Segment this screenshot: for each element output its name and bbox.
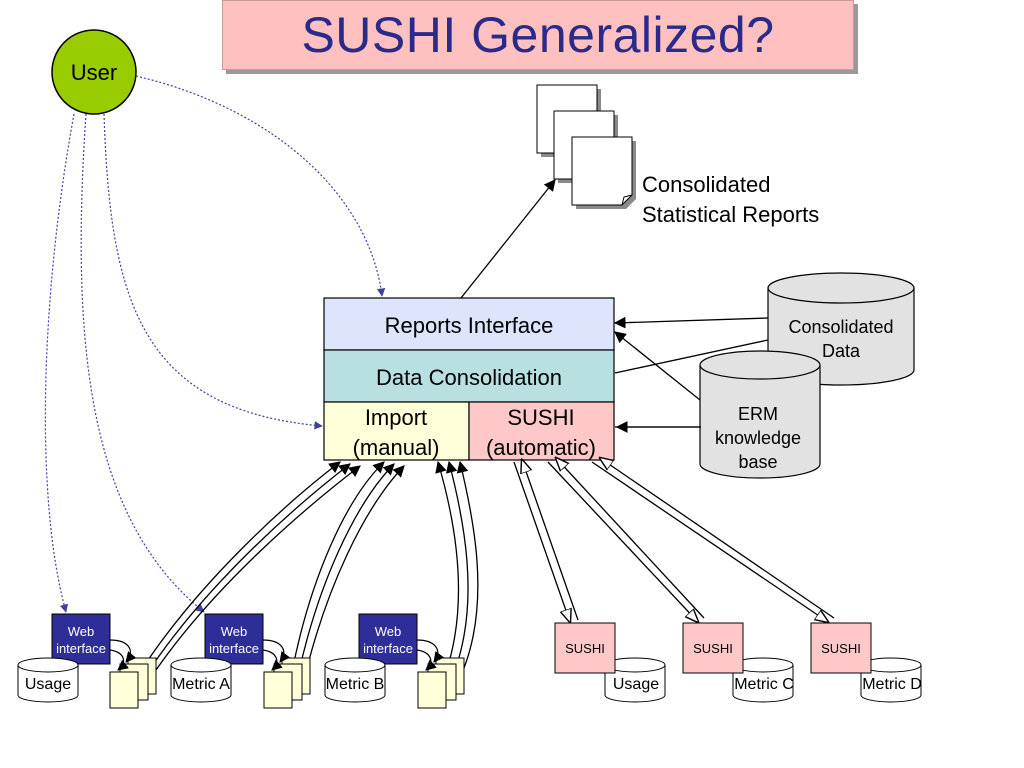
web-interface-label-line1: Web <box>221 624 248 639</box>
web-interface-label-line2: interface <box>209 641 259 656</box>
manual-source-usage: Web interface Usage <box>17 613 157 709</box>
consolidated-data-label-line1: Consolidated <box>788 317 893 337</box>
sushi-source-metric-c: SUSHI Metric C <box>682 622 794 703</box>
manual-source-metric-a: Web interface Metric A <box>170 613 311 709</box>
sushi-node-label: SUSHI <box>821 641 861 656</box>
import-file <box>263 671 293 709</box>
source-label: Metric B <box>326 676 385 693</box>
report-document <box>571 136 636 209</box>
user-node: User <box>51 29 137 115</box>
sushi-node <box>810 622 872 674</box>
sushi-source-metric-d: SUSHI Metric D <box>810 622 922 703</box>
sushi-source-usage: SUSHI Usage <box>554 622 666 703</box>
import-file <box>417 671 447 709</box>
import-box <box>323 401 470 461</box>
erm-knowledge-base-db: ERM knowledge base <box>699 350 821 479</box>
reports-output-arrow <box>460 179 556 299</box>
sushi-exchange-arrows <box>513 458 835 622</box>
web-interface-label-line2: interface <box>363 641 413 656</box>
manual-import-arrows <box>139 460 479 681</box>
import-file <box>109 671 139 709</box>
source-label: Metric D <box>862 676 922 693</box>
consolidated-data-label-line2: Data <box>822 341 861 361</box>
sushi-label-line2: (automatic) <box>486 435 596 460</box>
db-connections <box>613 316 769 433</box>
title-banner: SUSHI Generalized? <box>222 0 854 70</box>
source-label: Usage <box>613 676 659 693</box>
page-title: SUSHI Generalized? <box>301 7 775 63</box>
sushi-node <box>554 622 616 674</box>
web-interface-label-line2: interface <box>56 641 106 656</box>
import-label-line1: Import <box>365 405 427 430</box>
web-interface-box <box>204 613 264 665</box>
user-label: User <box>71 60 117 85</box>
sushi-node-label: SUSHI <box>693 641 733 656</box>
sushi-node <box>682 622 744 674</box>
sushi-label-line1: SUSHI <box>507 405 574 430</box>
web-interface-box <box>358 613 418 665</box>
erm-label-line3: base <box>738 452 777 472</box>
reports-caption-line2: Statistical Reports <box>642 202 819 227</box>
user-connections <box>44 75 386 613</box>
web-interface-label-line1: Web <box>68 624 95 639</box>
data-consolidation-label: Data Consolidation <box>376 365 562 390</box>
source-label: Metric A <box>172 676 230 693</box>
import-label-line2: (manual) <box>353 435 440 460</box>
web-interface-box <box>51 613 111 665</box>
web-interface-label-line1: Web <box>375 624 402 639</box>
reports-caption-line1: Consolidated <box>642 172 770 197</box>
report-documents-stack <box>536 84 636 209</box>
sushi-box <box>468 401 615 461</box>
system-stack: Reports Interface Data Consolidation Imp… <box>323 297 615 461</box>
source-label: Metric C <box>734 676 794 693</box>
manual-source-metric-b: Web interface Metric B <box>324 613 465 709</box>
reports-interface-label: Reports Interface <box>385 313 554 338</box>
erm-label-line1: ERM <box>738 404 778 424</box>
data-consolidation-box <box>323 349 615 403</box>
sushi-node-label: SUSHI <box>565 641 605 656</box>
source-label: Usage <box>25 676 71 693</box>
erm-label-line2: knowledge <box>715 428 801 448</box>
